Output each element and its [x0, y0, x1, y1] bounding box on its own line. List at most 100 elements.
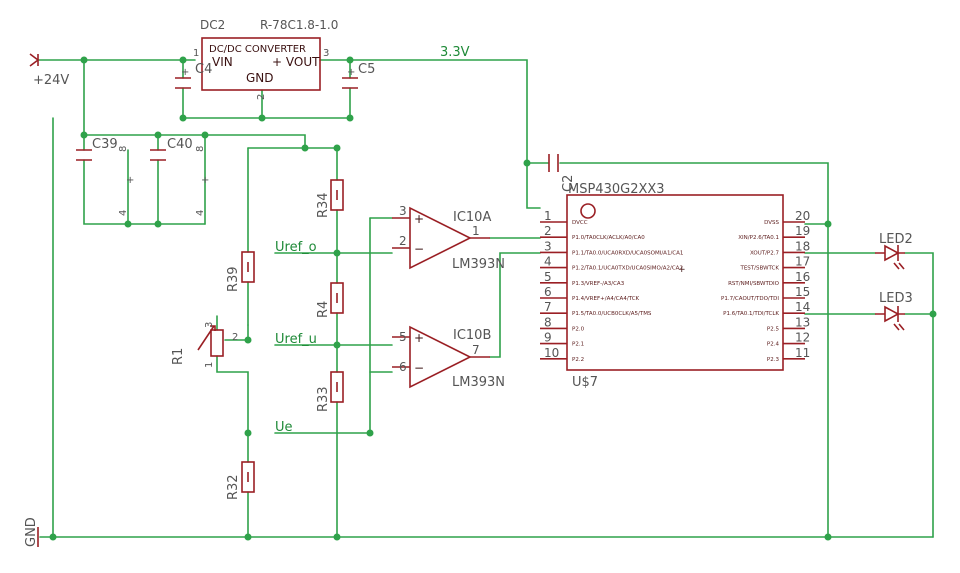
- resistor-r33: R33: [316, 371, 344, 412]
- mcu-pin-number-left: 1: [544, 209, 552, 223]
- dcdc-name: DC2: [200, 18, 225, 32]
- mcu-pin-label-right: P2.5: [767, 326, 780, 332]
- c5-label: C5: [358, 62, 375, 77]
- r1-label: R1: [171, 348, 186, 365]
- potentiometer-r1: R1 3 2 1: [171, 322, 238, 368]
- net-uref-u: Uref_u: [275, 332, 317, 347]
- dcdc-converter: DC2 R-78C1.8-1.0 DC/DC CONVERTER VIN + V…: [193, 18, 338, 100]
- ground-label: GND: [24, 517, 39, 547]
- mcu-pin-label-left: P1.5/TA0.0/UCB0CLK/A5/TMS: [572, 311, 652, 317]
- capacitor-c4: + C4: [175, 62, 212, 89]
- mcu-pin-number-left: 7: [544, 300, 552, 314]
- mcu-pin-number-right: 14: [795, 300, 810, 314]
- mcu-pin-number-right: 18: [795, 239, 810, 253]
- mcu-pin-label-right: DVSS: [764, 220, 779, 226]
- mcu-pin-number-left: 3: [544, 239, 552, 253]
- ground-symbol: GND: [24, 517, 39, 547]
- r4-label: R4: [316, 301, 331, 318]
- comparator-ic10b: + − 5 6 7 IC10B LM393N: [392, 325, 505, 390]
- ic10a-name: IC10A: [453, 210, 491, 225]
- mcu-pin-label-right: P2.4: [767, 342, 780, 348]
- c40-plus: +: [201, 175, 209, 186]
- ic10b-pin5: 5: [399, 330, 407, 344]
- mcu-pin-number-left: 8: [544, 315, 552, 329]
- r32-label: R32: [226, 474, 241, 500]
- r1-pin1: 1: [204, 362, 215, 368]
- c39-pin4: 4: [118, 210, 129, 216]
- ic10b-value: LM393N: [452, 375, 505, 390]
- ic10a-pin2: 2: [399, 234, 407, 248]
- mcu-pin-number-right: 20: [795, 209, 810, 223]
- mcu-pin-number-right: 13: [795, 315, 810, 329]
- c4-plus: +: [181, 67, 189, 78]
- mcu-pin-label-left: P1.0/TA0CLK/ACLK/A0/CA0: [572, 235, 645, 241]
- capacitor-c39: C39 8 + 4: [76, 137, 134, 216]
- mcu-pin-label-left: P1.3/VREF-/A3/CA3: [572, 281, 625, 287]
- r1-pin3: 3: [204, 322, 215, 328]
- mcu-right-pins: 20DVSS19XIN/P2.6/TA0.118XOUT/P2.717TEST/…: [721, 209, 810, 363]
- mcu-pin-label-right: TEST/SBWTCK: [739, 266, 779, 272]
- r1-pin2: 2: [232, 332, 238, 343]
- led2: LED2: [875, 232, 913, 270]
- c40-pin8: 8: [195, 146, 206, 152]
- c40-pin4: 4: [195, 210, 206, 216]
- capacitor-c5: + C5: [342, 62, 375, 89]
- led3-label: LED3: [879, 291, 913, 306]
- dcdc-value: R-78C1.8-1.0: [260, 18, 338, 32]
- mcu-pin-label-left: P2.0: [572, 326, 585, 332]
- mcu-pin-label-right: P1.7/CAOUT/TDO/TDI: [721, 296, 779, 302]
- mcu-pin-number-right: 15: [795, 285, 810, 299]
- ic10b-pin6: 6: [399, 360, 407, 374]
- led3: LED3: [875, 291, 913, 331]
- ic10a-pin1: 1: [472, 224, 480, 238]
- capacitor-c40: C40 8 + 4: [150, 137, 209, 216]
- r39-label: R39: [226, 266, 241, 292]
- ic10a-minus: −: [414, 242, 424, 256]
- mcu-pin-label-left: P2.1: [572, 342, 584, 348]
- c4-label: C4: [195, 62, 212, 77]
- mcu-pin-number-left: 9: [544, 331, 552, 345]
- mcu-ref: U$7: [572, 375, 598, 390]
- rail-3v3-label: 3.3V: [440, 45, 470, 60]
- mcu-pin-number-left: 10: [544, 346, 559, 360]
- c39-pin8: 8: [118, 146, 129, 152]
- c39-label: C39: [92, 137, 118, 152]
- mcu-pin-label-right: XIN/P2.6/TA0.1: [738, 235, 779, 241]
- c5-plus: +: [347, 67, 355, 78]
- junction-dots: [49, 56, 937, 541]
- mcu-pin-label-right: P2.3: [767, 357, 780, 363]
- dcdc-vin: VIN: [212, 55, 233, 69]
- mcu-pin-label-left: P1.2/TA0.1/UCA0TXD/UCA0SIMO/A2/CA2: [572, 266, 683, 272]
- dcdc-gnd: GND: [246, 71, 274, 85]
- net-uref-o: Uref_o: [275, 240, 317, 255]
- mcu-pin-number-right: 11: [795, 346, 810, 360]
- supply-24v-label: +24V: [33, 73, 69, 88]
- ic10b-minus: −: [414, 361, 424, 375]
- ic10b-name: IC10B: [453, 328, 491, 343]
- dcdc-pin2: 2: [256, 94, 267, 100]
- c2-label: C2: [561, 175, 576, 192]
- mcu-pin-label-right: P1.6/TA0.1/TDI/TCLK: [723, 311, 779, 317]
- mcu-pin-number-left: 5: [544, 270, 552, 284]
- mcu-pin-number-right: 16: [795, 270, 810, 284]
- resistor-r34: R34: [316, 179, 344, 218]
- mcu-pin-label-left: P1.1/TA0.0/UCA0RXD/UCA0SOMI/A1/CA1: [572, 250, 683, 256]
- mcu-pin-number-left: 6: [544, 285, 552, 299]
- dcdc-title: DC/DC CONVERTER: [209, 44, 306, 55]
- mcu-pin-label-left: DVCC: [572, 220, 588, 226]
- dcdc-pin1: 1: [193, 48, 199, 59]
- mcu-pin-number-left: 2: [544, 224, 552, 238]
- dcdc-vout: + VOUT: [272, 55, 320, 69]
- mcu-pin-label-left: P2.2: [572, 357, 584, 363]
- mcu-name: MSP430G2XX3: [568, 182, 665, 197]
- supply-24v-symbol: +24V: [29, 53, 69, 88]
- resistor-r4: R4: [316, 282, 344, 318]
- ic10a-value: LM393N: [452, 257, 505, 272]
- r33-label: R33: [316, 386, 331, 412]
- capacitor-c2: C2: [548, 154, 576, 192]
- resistor-r39: R39: [226, 251, 255, 292]
- mcu-pin-number-right: 17: [795, 255, 810, 269]
